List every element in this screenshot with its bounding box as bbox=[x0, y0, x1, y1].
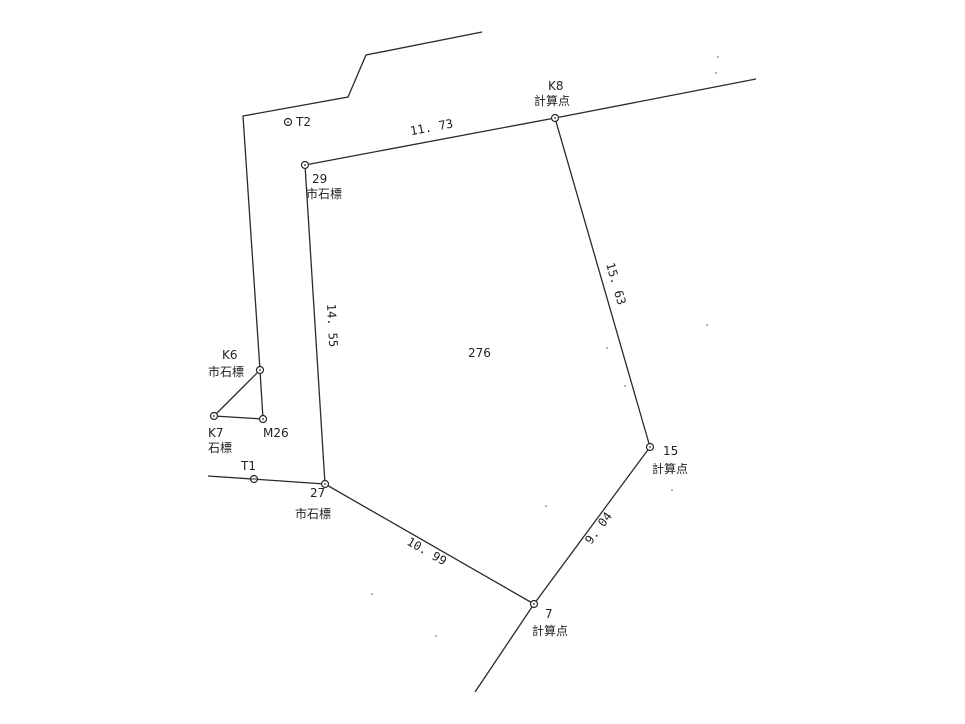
point-m26-name: M26 bbox=[263, 426, 289, 440]
point-k6-type: 市石標 bbox=[208, 364, 244, 379]
point-t1-name: T1 bbox=[240, 459, 256, 473]
point-27-type: 市石標 bbox=[295, 506, 331, 521]
edge-7-15-distance: 9. 04 bbox=[582, 509, 615, 546]
parcel-number-label: 276 bbox=[468, 346, 491, 360]
point-k6-name: K6 bbox=[222, 348, 238, 362]
point-k8-name: K8 bbox=[548, 79, 564, 93]
scan-specks bbox=[371, 56, 719, 637]
survey-point-t1 bbox=[249, 474, 259, 484]
k7-m26-line bbox=[213, 415, 264, 420]
subject-parcel-boundary bbox=[304, 117, 651, 605]
edge-29-k8-distance: 11. 73 bbox=[409, 116, 454, 138]
point-27-name: 27 bbox=[310, 486, 325, 500]
point-7-name: 7 bbox=[545, 607, 553, 621]
survey-point-15 bbox=[645, 442, 655, 452]
point-29-type: 市石標 bbox=[306, 186, 342, 201]
point-t2-name: T2 bbox=[295, 115, 311, 129]
survey-point-29 bbox=[300, 160, 310, 170]
k6-k7-line bbox=[213, 369, 261, 417]
survey-point-t2 bbox=[283, 117, 293, 127]
point-15-type: 計算点 bbox=[652, 461, 688, 476]
survey-point-k8 bbox=[550, 113, 560, 123]
point-k8-type: 計算点 bbox=[534, 93, 570, 108]
survey-point-k7 bbox=[209, 411, 219, 421]
road-edge-bottom-left bbox=[207, 475, 326, 485]
edge-27-7-distance: 10. 99 bbox=[405, 534, 450, 568]
survey-point-m26 bbox=[258, 414, 268, 424]
point-k7-name: K7 bbox=[208, 426, 224, 440]
boundary-extension-bottom bbox=[474, 603, 535, 693]
k6-m26-line bbox=[259, 369, 264, 420]
road-boundary-left bbox=[242, 31, 483, 371]
survey-point-7 bbox=[529, 599, 539, 609]
point-k7-type: 石標 bbox=[208, 441, 232, 455]
point-29-name: 29 bbox=[312, 172, 327, 186]
edge-29-27-distance: 14. 55 bbox=[324, 303, 340, 347]
survey-point-27 bbox=[320, 479, 330, 489]
boundary-extension-top-right bbox=[554, 78, 757, 119]
point-15-name: 15 bbox=[663, 444, 678, 458]
survey-point-k6 bbox=[255, 365, 265, 375]
point-7-type: 計算点 bbox=[532, 623, 568, 638]
